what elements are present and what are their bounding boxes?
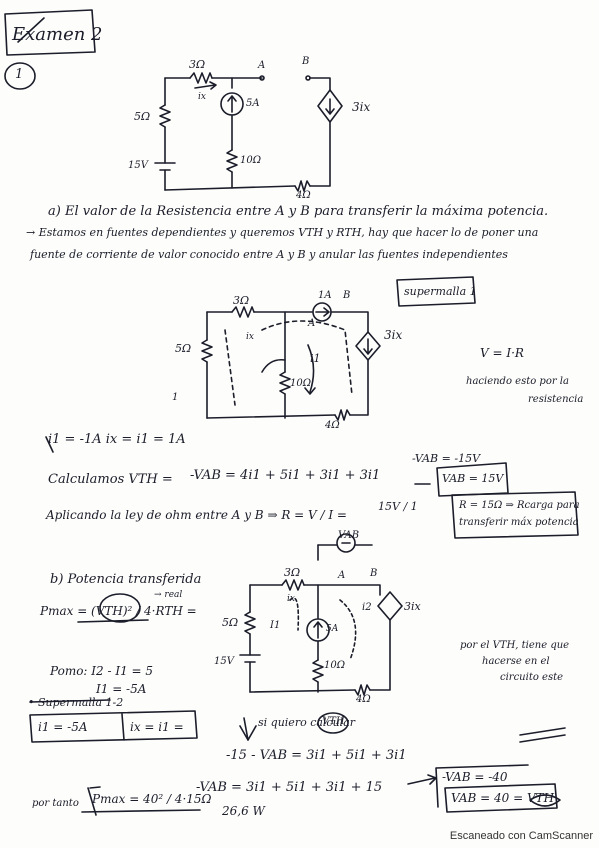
vth-note-2: hacerse en el <box>482 656 550 667</box>
ohm-note-1: haciendo esto por la <box>466 376 569 387</box>
pmax-final: Pmax = 40² / 4·15Ω <box>92 792 212 806</box>
circuit3-node-a: A <box>338 570 346 581</box>
equation-3: -15 - VAB = 3i1 + 5i1 + 3i1 <box>226 748 407 763</box>
result-box-line-2: transferir máx potencia <box>459 517 579 528</box>
circuit1-node-b: B <box>302 56 310 67</box>
ohm-apply: Aplicando la ley de ohm entre A y B ⇒ R … <box>46 508 347 522</box>
ohm-note-2: resistencia <box>528 394 584 405</box>
camscanner-watermark: Escaneado con CamScanner <box>449 830 593 842</box>
circuit1-r-mid: 10Ω <box>240 155 262 166</box>
ohm-law: V = I·R <box>480 346 524 360</box>
vab-result: -VAB = -15V <box>412 452 481 465</box>
supermalla-12: • Supermalla 1-2 <box>28 696 124 709</box>
vab-negative: -VAB = -40 <box>442 770 508 784</box>
circuit2-ix: ix <box>246 332 254 342</box>
circuit3-ix: ix <box>287 594 295 604</box>
vth-circle-label: VTH <box>322 716 345 727</box>
need-note: → real <box>154 590 183 600</box>
calc-note: si quiero calcular <box>258 716 356 729</box>
circuit3-source-v: 15V <box>214 656 234 667</box>
circuit3-r-mid: 10Ω <box>324 660 346 671</box>
circuit1-r-left: 5Ω <box>134 110 151 123</box>
circuit2-r-top: 3Ω <box>233 294 250 307</box>
equation-1: Pomo: I2 - I1 = 5 <box>50 664 154 678</box>
circuit3-vab: VAB <box>338 530 360 541</box>
circuit3-dep: 3ix <box>404 600 421 613</box>
r-fraction: 15V / 1 <box>378 500 418 513</box>
problem-number: 1 <box>15 67 24 82</box>
part-a-statement: a) El valor de la Resistencia entre A y … <box>48 204 549 219</box>
pmax-value: 26,6 W <box>222 804 265 818</box>
circuit1-current-source: 5A <box>246 98 260 109</box>
exam-title: Examen 2 <box>12 24 103 45</box>
circuit1-r-bottom: 4Ω <box>296 190 311 201</box>
equation-2: I1 = -5A <box>96 682 147 696</box>
ix-box: ix = i1 = <box>130 720 184 734</box>
circuit2-node-b: B <box>343 290 351 301</box>
circuit2-test-source: 1A <box>318 290 332 301</box>
part-b-title: b) Potencia transferida <box>50 572 202 587</box>
circuit2-i1: i1 <box>310 352 321 365</box>
circuit2-r-mid: 10Ω <box>290 378 312 389</box>
circuit1-node-a: A <box>258 60 266 71</box>
circuit1-r-top: 3Ω <box>189 58 206 71</box>
part-a-note-1: → Estamos en fuentes dependientes y quer… <box>26 226 539 239</box>
part-a-currents: i1 = -1A ix = i1 = 1A <box>48 432 186 447</box>
calc-label: Calculamos VTH = <box>48 472 173 487</box>
por-tanto: por tanto <box>32 798 79 809</box>
circuit3-r-left: 5Ω <box>222 616 239 629</box>
vth-note-1: por el VTH, tiene que <box>460 640 570 651</box>
circuit2-dep-source: 3ix <box>384 328 403 342</box>
circuit2-r-left: 5Ω <box>175 342 192 355</box>
circuit3-r-bottom: 4Ω <box>356 694 371 705</box>
calc-equation: -VAB = 4i1 + 5i1 + 3i1 + 3i1 <box>190 468 381 483</box>
circuit2-node-a: A <box>308 318 316 329</box>
pmax-formula: Pmax = (VTH)² / 4·RTH = <box>40 604 197 618</box>
vth-note-3: circuito este <box>500 672 564 683</box>
circuit3-r-top: 3Ω <box>284 566 301 579</box>
result-box-line-1: R = 15Ω ⇒ Rcarga para <box>459 500 580 511</box>
circuit3-i1: I1 <box>270 620 281 631</box>
circuit1-voltage-source: 15V <box>128 160 148 171</box>
circuit3-node-b: B <box>370 568 378 579</box>
circuit1-ix: ix <box>198 92 206 102</box>
i1-box: i1 = -5A <box>38 720 88 734</box>
circuit1-dependent-source: 3ix <box>352 100 371 114</box>
equation-4: -VAB = 3i1 + 5i1 + 3i1 + 15 <box>196 780 383 795</box>
circuit2-r-bottom: 4Ω <box>325 420 340 431</box>
circuit3-i2: i2 <box>362 602 372 613</box>
circuit2-mesh-1: 1 <box>172 392 179 403</box>
circuit3-5a: 5A <box>326 624 339 634</box>
vab-final: VAB = 40 = VTH <box>451 791 555 805</box>
vab-box: VAB = 15V <box>442 472 504 485</box>
part-a-note-2: fuente de corriente de valor conocido en… <box>30 248 508 261</box>
supermalla-label: supermalla 1 <box>404 285 477 298</box>
